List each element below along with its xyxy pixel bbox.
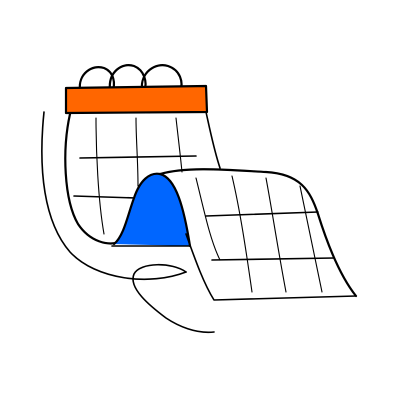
calendar-page: [41, 111, 221, 334]
flow-v-2: [231, 175, 253, 293]
grid-h-2: [73, 195, 137, 199]
calendar-header: [64, 84, 209, 115]
highlighted-day: [111, 172, 192, 248]
bottom-curl-loop: [132, 263, 215, 334]
back-page-curl: [41, 111, 187, 281]
grid-v-3: [175, 117, 183, 173]
grid-v-2: [135, 117, 139, 187]
ring-3: [140, 64, 183, 94]
flow-h-2: [211, 257, 335, 261]
flow-bottom-edge: [185, 233, 357, 301]
ring-1: [78, 66, 115, 94]
flow-v-4: [299, 185, 323, 293]
highlight-fill: [114, 173, 190, 246]
flow-top-edge: [158, 168, 358, 298]
grid-v-1: [95, 117, 105, 235]
grid-h-1: [79, 155, 197, 159]
ring-2: [108, 64, 147, 94]
page-right-edge: [205, 111, 221, 169]
page-left-edge: [64, 112, 122, 245]
header-outline: [64, 84, 209, 115]
flowing-page: [158, 168, 358, 301]
highlight-outline: [112, 172, 192, 248]
flow-h-1: [205, 211, 319, 217]
flow-v-1: [195, 177, 221, 261]
binding-rings: [78, 64, 183, 94]
header-fill: [66, 86, 207, 113]
flow-v-3: [265, 177, 287, 293]
